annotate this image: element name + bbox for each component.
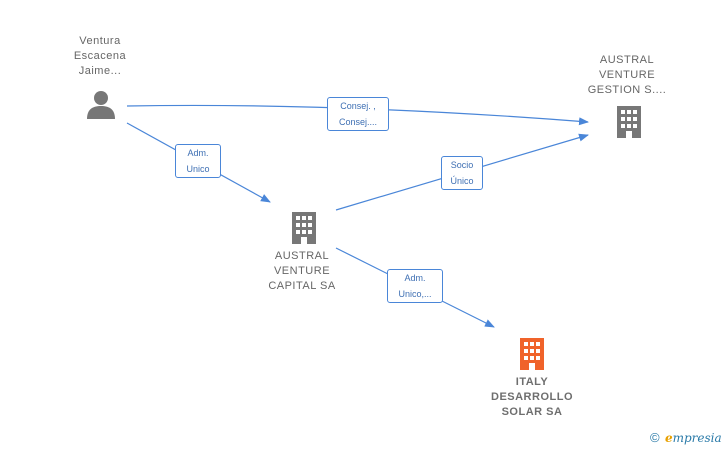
edge-label-person-to-capital[interactable]: Adm. Unico	[175, 144, 221, 178]
empresia-watermark: © empresia	[650, 430, 722, 445]
building-icon[interactable]	[614, 104, 644, 138]
copyright-symbol: ©	[650, 430, 660, 445]
brand-logo: empresia	[664, 431, 722, 445]
building-icon-highlight[interactable]	[517, 336, 547, 370]
node-person[interactable]: Ventura Escacena Jaime...	[50, 34, 150, 79]
node-italy-desarrollo-label: ITALY DESARROLLO SOLAR SA	[491, 376, 573, 418]
node-austral-capital[interactable]: AUSTRAL VENTURE CAPITAL SA	[252, 249, 352, 294]
node-italy-desarrollo[interactable]: ITALY DESARROLLO SOLAR SA	[475, 375, 589, 420]
node-person-label: Ventura Escacena Jaime...	[73, 35, 127, 77]
person-icon[interactable]	[86, 89, 116, 119]
node-austral-gestion-label: AUSTRAL VENTURE GESTION S....	[587, 54, 667, 96]
edge-label-capital-to-gestion[interactable]: Socio Único	[441, 156, 483, 190]
building-icon[interactable]	[289, 210, 319, 244]
node-austral-capital-label: AUSTRAL VENTURE CAPITAL SA	[268, 250, 336, 292]
edge-label-capital-to-italy[interactable]: Adm. Unico,...	[387, 269, 443, 303]
edge-label-person-to-gestion[interactable]: Consej. , Consej....	[327, 97, 389, 131]
node-austral-gestion[interactable]: AUSTRAL VENTURE GESTION S....	[577, 53, 677, 98]
